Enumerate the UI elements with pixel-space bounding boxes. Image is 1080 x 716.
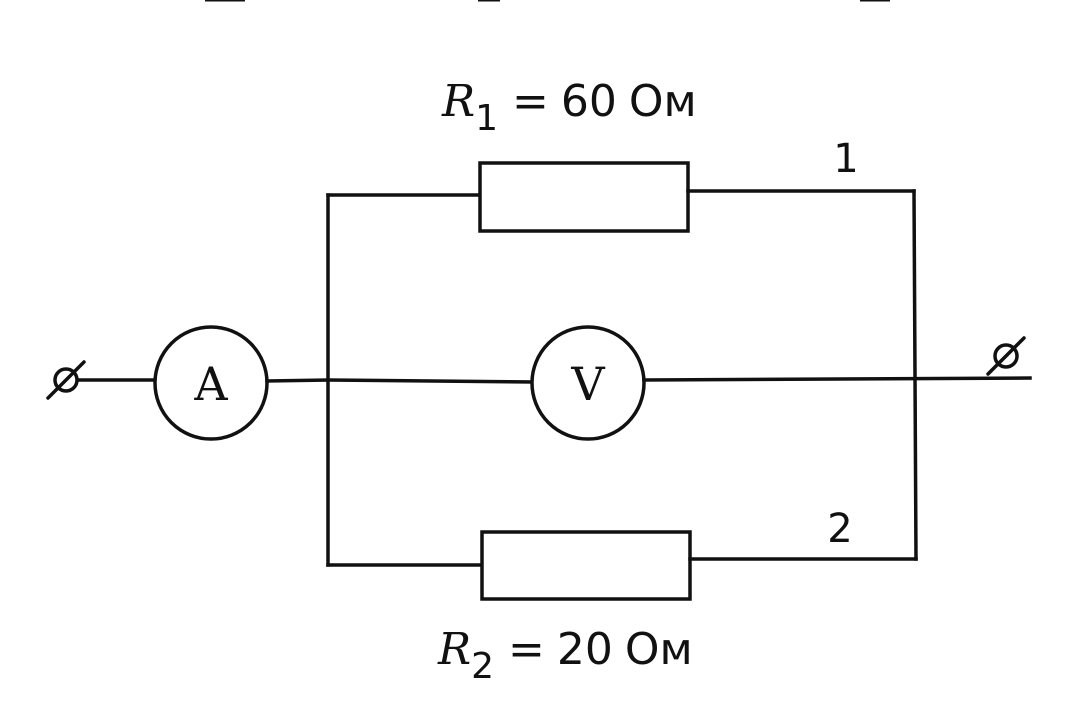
- resistor-2-symbol: R: [437, 624, 471, 675]
- resistor-1-subscript: 1: [475, 98, 498, 139]
- branch-label-bottom: 2: [827, 506, 852, 552]
- resistor-2-equals: =: [508, 624, 545, 675]
- voltmeter: V: [530, 325, 646, 441]
- resistor-1-value: 60: [561, 76, 617, 127]
- branch-label-top: 1: [833, 136, 858, 182]
- resistor-1: [478, 161, 690, 233]
- ammeter: A: [153, 325, 269, 441]
- resistor-2-value: 20: [557, 624, 613, 675]
- right-bus: [912, 189, 918, 561]
- resistor-1-equals: =: [512, 76, 549, 127]
- wire-ammeter-to-junction: [265, 378, 330, 383]
- ammeter-letter: A: [193, 357, 228, 411]
- wire-mid-right: [642, 376, 1032, 382]
- right-terminal: [986, 336, 1026, 376]
- resistor-2: [480, 530, 692, 601]
- resistor-2-unit: Ом: [625, 624, 693, 675]
- resistor-1-unit: Ом: [629, 76, 697, 127]
- voltmeter-letter: V: [570, 357, 605, 411]
- wire-mid-left: [326, 378, 534, 384]
- resistor-2-subscript: 2: [471, 646, 494, 687]
- resistor-1-symbol: R: [441, 76, 475, 127]
